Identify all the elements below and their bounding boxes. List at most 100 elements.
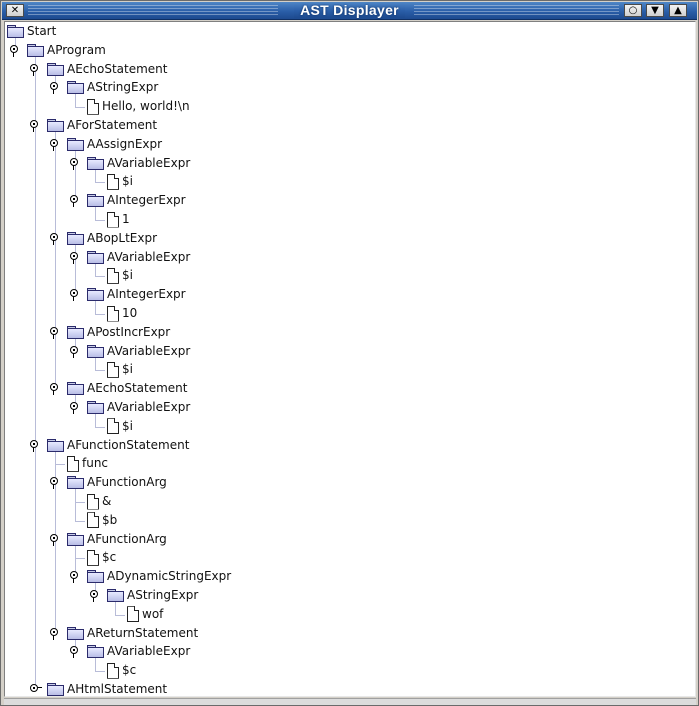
tree-node-adynamicstringexpr[interactable]: ADynamicStringExpr [70, 567, 231, 585]
minimize-button[interactable]: ▼ [646, 4, 664, 17]
tree-node-apostincrexpr[interactable]: APostIncrExpr [50, 323, 170, 341]
tree-toggle-icon[interactable] [49, 81, 59, 95]
file-icon [107, 305, 119, 322]
tree-node-label: AIntegerExpr [107, 287, 186, 302]
tree-node-avariableexpr[interactable]: AVariableExpr [70, 248, 190, 266]
tree-connector-line [55, 73, 56, 89]
tree-node-label: AIntegerExpr [107, 193, 186, 208]
tree-node-c[interactable]: $c [87, 548, 116, 566]
tree-toggle-icon[interactable] [49, 476, 59, 490]
tree-toggle-icon[interactable] [49, 382, 59, 396]
tree-toggle-icon[interactable] [69, 570, 79, 584]
tree-node-i[interactable]: $i [107, 172, 133, 190]
tree-node-hello-world-n[interactable]: Hello, world!\n [87, 97, 190, 115]
tree-node-abopltexpr[interactable]: ABopLtExpr [50, 229, 157, 247]
folder-icon [47, 683, 64, 696]
tree-toggle-icon[interactable] [69, 345, 79, 359]
title-bar-stripes-right [414, 5, 619, 16]
tree-node-aassignexpr[interactable]: AAssignExpr [50, 135, 162, 153]
tree-toggle-icon[interactable] [49, 533, 59, 547]
tree-connector-line [115, 600, 116, 615]
tree-toggle-icon[interactable] [69, 194, 79, 208]
tree-connector-line [95, 412, 96, 427]
tree-connector-line [75, 637, 76, 653]
tree-node-avariableexpr[interactable]: AVariableExpr [70, 398, 191, 416]
tree-toggle-icon[interactable] [49, 232, 59, 246]
tree-toggle-icon[interactable] [29, 439, 39, 453]
tree-node-label: Hello, world!\n [102, 99, 190, 114]
shade-button[interactable]: ○ [624, 4, 642, 17]
tree-node-label: $c [102, 550, 117, 565]
file-icon [107, 173, 119, 190]
tree-node-i[interactable]: $i [107, 266, 133, 284]
tree-toggle-icon[interactable] [69, 645, 79, 659]
tree-node-afunctionarg[interactable]: AFunctionArg [50, 473, 167, 491]
tree-node-wof[interactable]: wof [127, 605, 163, 623]
tree-node-astringexpr[interactable]: AStringExpr [50, 78, 159, 96]
tree-node-aprogram[interactable]: AProgram [10, 41, 106, 59]
file-icon [107, 662, 119, 679]
tree-toggle-icon[interactable] [69, 251, 79, 265]
tree-node-label: AStringExpr [87, 80, 159, 95]
tree-node-aintegerexpr[interactable]: AIntegerExpr [70, 285, 186, 303]
tree-connector-line [95, 370, 105, 372]
tree-node-aechostatement[interactable]: AEchoStatement [50, 379, 188, 397]
tree-node-10[interactable]: 10 [107, 304, 137, 322]
tree-connector-line [75, 92, 76, 108]
tree-node-avariableexpr[interactable]: AVariableExpr [70, 342, 190, 360]
tree-node-i[interactable]: $i [107, 417, 133, 435]
tree-connector-line [75, 393, 76, 408]
tree-toggle-icon[interactable] [69, 401, 79, 415]
tree-node-afunctionstatement[interactable]: AFunctionStatement [30, 436, 189, 454]
tree-node-label: AVariableExpr [107, 400, 191, 414]
tree-toggle-icon[interactable] [69, 157, 79, 171]
folder-icon [7, 25, 24, 38]
file-icon [87, 493, 99, 510]
tree-node-label: AHtmlStatement [67, 682, 168, 696]
tree-toggle-icon[interactable] [49, 138, 59, 152]
tree-node-func[interactable]: func [67, 454, 108, 472]
folder-icon [87, 401, 104, 414]
tree-node-b[interactable]: $b [87, 511, 117, 529]
tree-node-avariableexpr[interactable]: AVariableExpr [70, 154, 190, 172]
tree-toggle-icon[interactable] [49, 627, 59, 641]
tree-toggle-icon[interactable] [29, 683, 42, 696]
tree-connector-line [95, 355, 96, 371]
tree-toggle-icon[interactable] [89, 589, 99, 603]
tree-node-i[interactable]: $i [107, 360, 133, 378]
folder-icon [67, 532, 84, 546]
tree-node-afunctionarg[interactable]: AFunctionArg [50, 530, 167, 548]
tree-node-aforstatement[interactable]: AForStatement [30, 116, 157, 134]
tree-toggle-icon[interactable] [29, 119, 39, 133]
folder-icon [87, 288, 104, 302]
tree-toggle-icon[interactable] [29, 63, 39, 77]
tree-node-aintegerexpr[interactable]: AIntegerExpr [70, 191, 186, 209]
tree-node-start[interactable]: Start [7, 22, 56, 40]
folder-icon [67, 626, 84, 640]
close-button[interactable]: ✕ [6, 4, 24, 17]
window-bottom-border [4, 698, 696, 705]
tree-connector-line [95, 656, 96, 672]
tree-toggle-icon[interactable] [49, 326, 59, 340]
tree-node-1[interactable]: 1 [107, 210, 130, 228]
tree-toggle-icon[interactable] [69, 288, 79, 302]
maximize-button[interactable]: ▲ [669, 4, 687, 17]
tree-node-areturnstatement[interactable]: AReturnStatement [50, 624, 198, 642]
file-icon [107, 267, 119, 284]
tree-node-astringexpr[interactable]: AStringExpr [90, 586, 198, 604]
tree-connector-line [95, 314, 105, 315]
tree-node-avariableexpr[interactable]: AVariableExpr [70, 642, 190, 660]
tree-connector-line [75, 558, 85, 560]
tree-node-label: AEchoStatement [87, 381, 188, 396]
tree-node-aechostatement[interactable]: AEchoStatement [30, 60, 167, 78]
title-bar[interactable]: AST Displayer ✕ ○ ▼ ▲ [2, 2, 697, 20]
tree-node-node[interactable]: & [87, 492, 111, 510]
tree-toggle-icon[interactable] [9, 44, 19, 58]
tree-connector-line [95, 182, 105, 184]
tree-node-c[interactable]: $c [107, 661, 136, 679]
tree-node-ahtmlstatement[interactable]: AHtmlStatement [30, 680, 168, 696]
tree-connector-line [115, 614, 125, 616]
folder-icon [87, 645, 104, 659]
